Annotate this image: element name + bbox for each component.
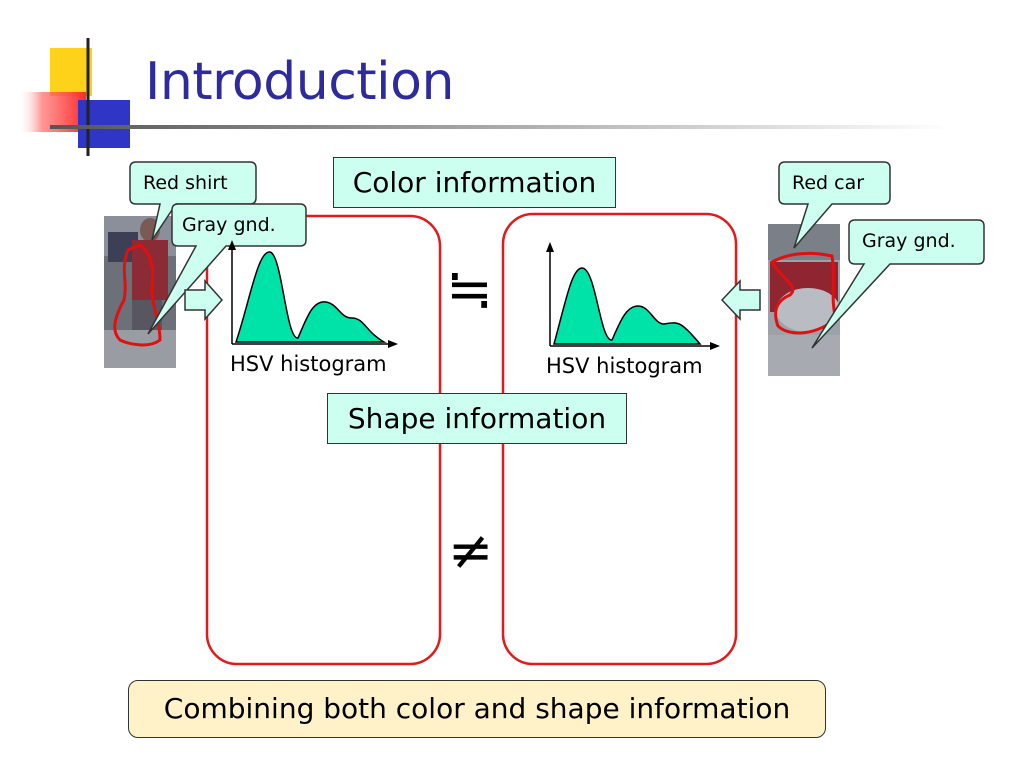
callout-red-shirt: Red shirt bbox=[143, 172, 228, 194]
callout-red-car-shape bbox=[778, 161, 891, 249]
callout-red-car: Red car bbox=[792, 172, 865, 194]
right-arrow-icon bbox=[720, 279, 761, 321]
callout-gray-gnd-right-shape bbox=[811, 219, 985, 349]
deco-yellow-square bbox=[50, 48, 92, 96]
page-title: Introduction bbox=[145, 52, 454, 112]
callout-gray-gnd-right: Gray gnd. bbox=[862, 230, 956, 252]
shape-information-box: Shape information bbox=[327, 393, 627, 444]
shape-information-label: Shape information bbox=[347, 401, 607, 435]
approx-equal-symbol: ≒ bbox=[446, 257, 493, 322]
right-photo bbox=[768, 224, 840, 376]
left-arrow-icon bbox=[184, 279, 224, 321]
callout-red-shirt-shape bbox=[129, 161, 257, 241]
combining-information-label: Combining both color and shape informati… bbox=[163, 692, 791, 725]
color-information-box: Color information bbox=[333, 157, 616, 208]
title-underline bbox=[50, 125, 950, 129]
color-information-label: Color information bbox=[352, 165, 597, 199]
right-histogram-label: HSV histogram bbox=[546, 354, 703, 378]
not-equal-symbol: ≠ bbox=[448, 519, 494, 582]
combining-information-box: Combining both color and shape informati… bbox=[128, 680, 826, 738]
callout-gray-gnd-left: Gray gnd. bbox=[182, 214, 276, 236]
left-histogram bbox=[228, 240, 398, 348]
right-histogram bbox=[546, 242, 720, 350]
left-photo bbox=[104, 216, 176, 368]
left-histogram-label: HSV histogram bbox=[230, 352, 387, 376]
